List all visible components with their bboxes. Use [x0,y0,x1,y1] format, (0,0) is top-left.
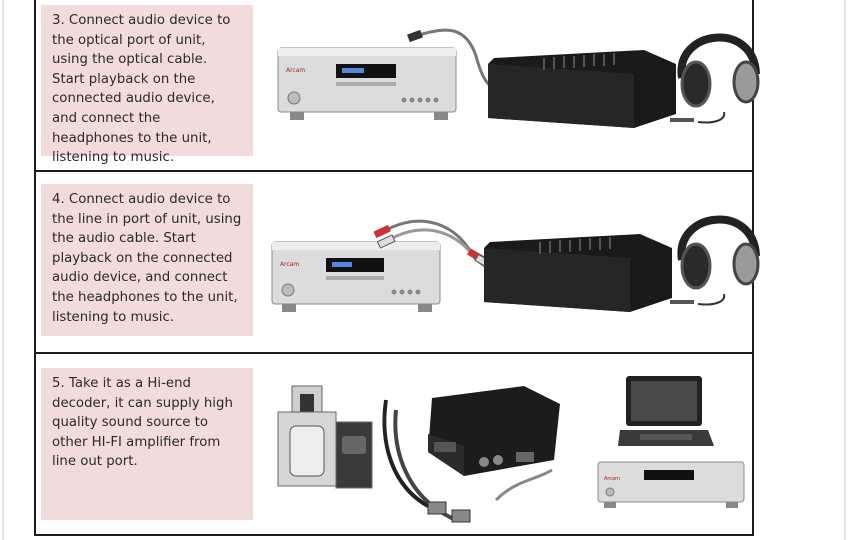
xlr-cable-icon [382,399,553,523]
svg-text:Arcam: Arcam [280,261,299,268]
cd-player-icon: Arcam [597,461,745,508]
step-3-note: 3. Connect audio device to the optical p… [41,5,253,165]
page-right-rule [844,0,846,540]
laptop-icon [618,376,714,446]
step-4-panel: 4. Connect audio device to the line in p… [34,172,760,354]
speaker-system-icon [277,385,373,489]
step-3-panel: 3. Connect audio device to the optical p… [34,0,760,172]
dac-unit-icon [428,386,560,476]
step-4-note: 4. Connect audio device to the line in p… [41,184,253,336]
step-5-panel: 5. Take it as a Hi-end decoder, it can s… [34,352,754,536]
headphones-icon [670,33,760,124]
headphones-icon [670,215,760,306]
svg-text:Arcam: Arcam [286,67,305,74]
svg-text:Arcam: Arcam [604,476,620,482]
cd-player-icon: Arcam [277,47,457,120]
step-5-note: 5. Take it as a Hi-end decoder, it can s… [41,368,253,520]
page-left-rule [2,0,4,540]
cd-player-icon: Arcam [271,241,441,312]
dac-unit-icon [484,234,672,312]
dac-unit-icon [488,50,676,128]
